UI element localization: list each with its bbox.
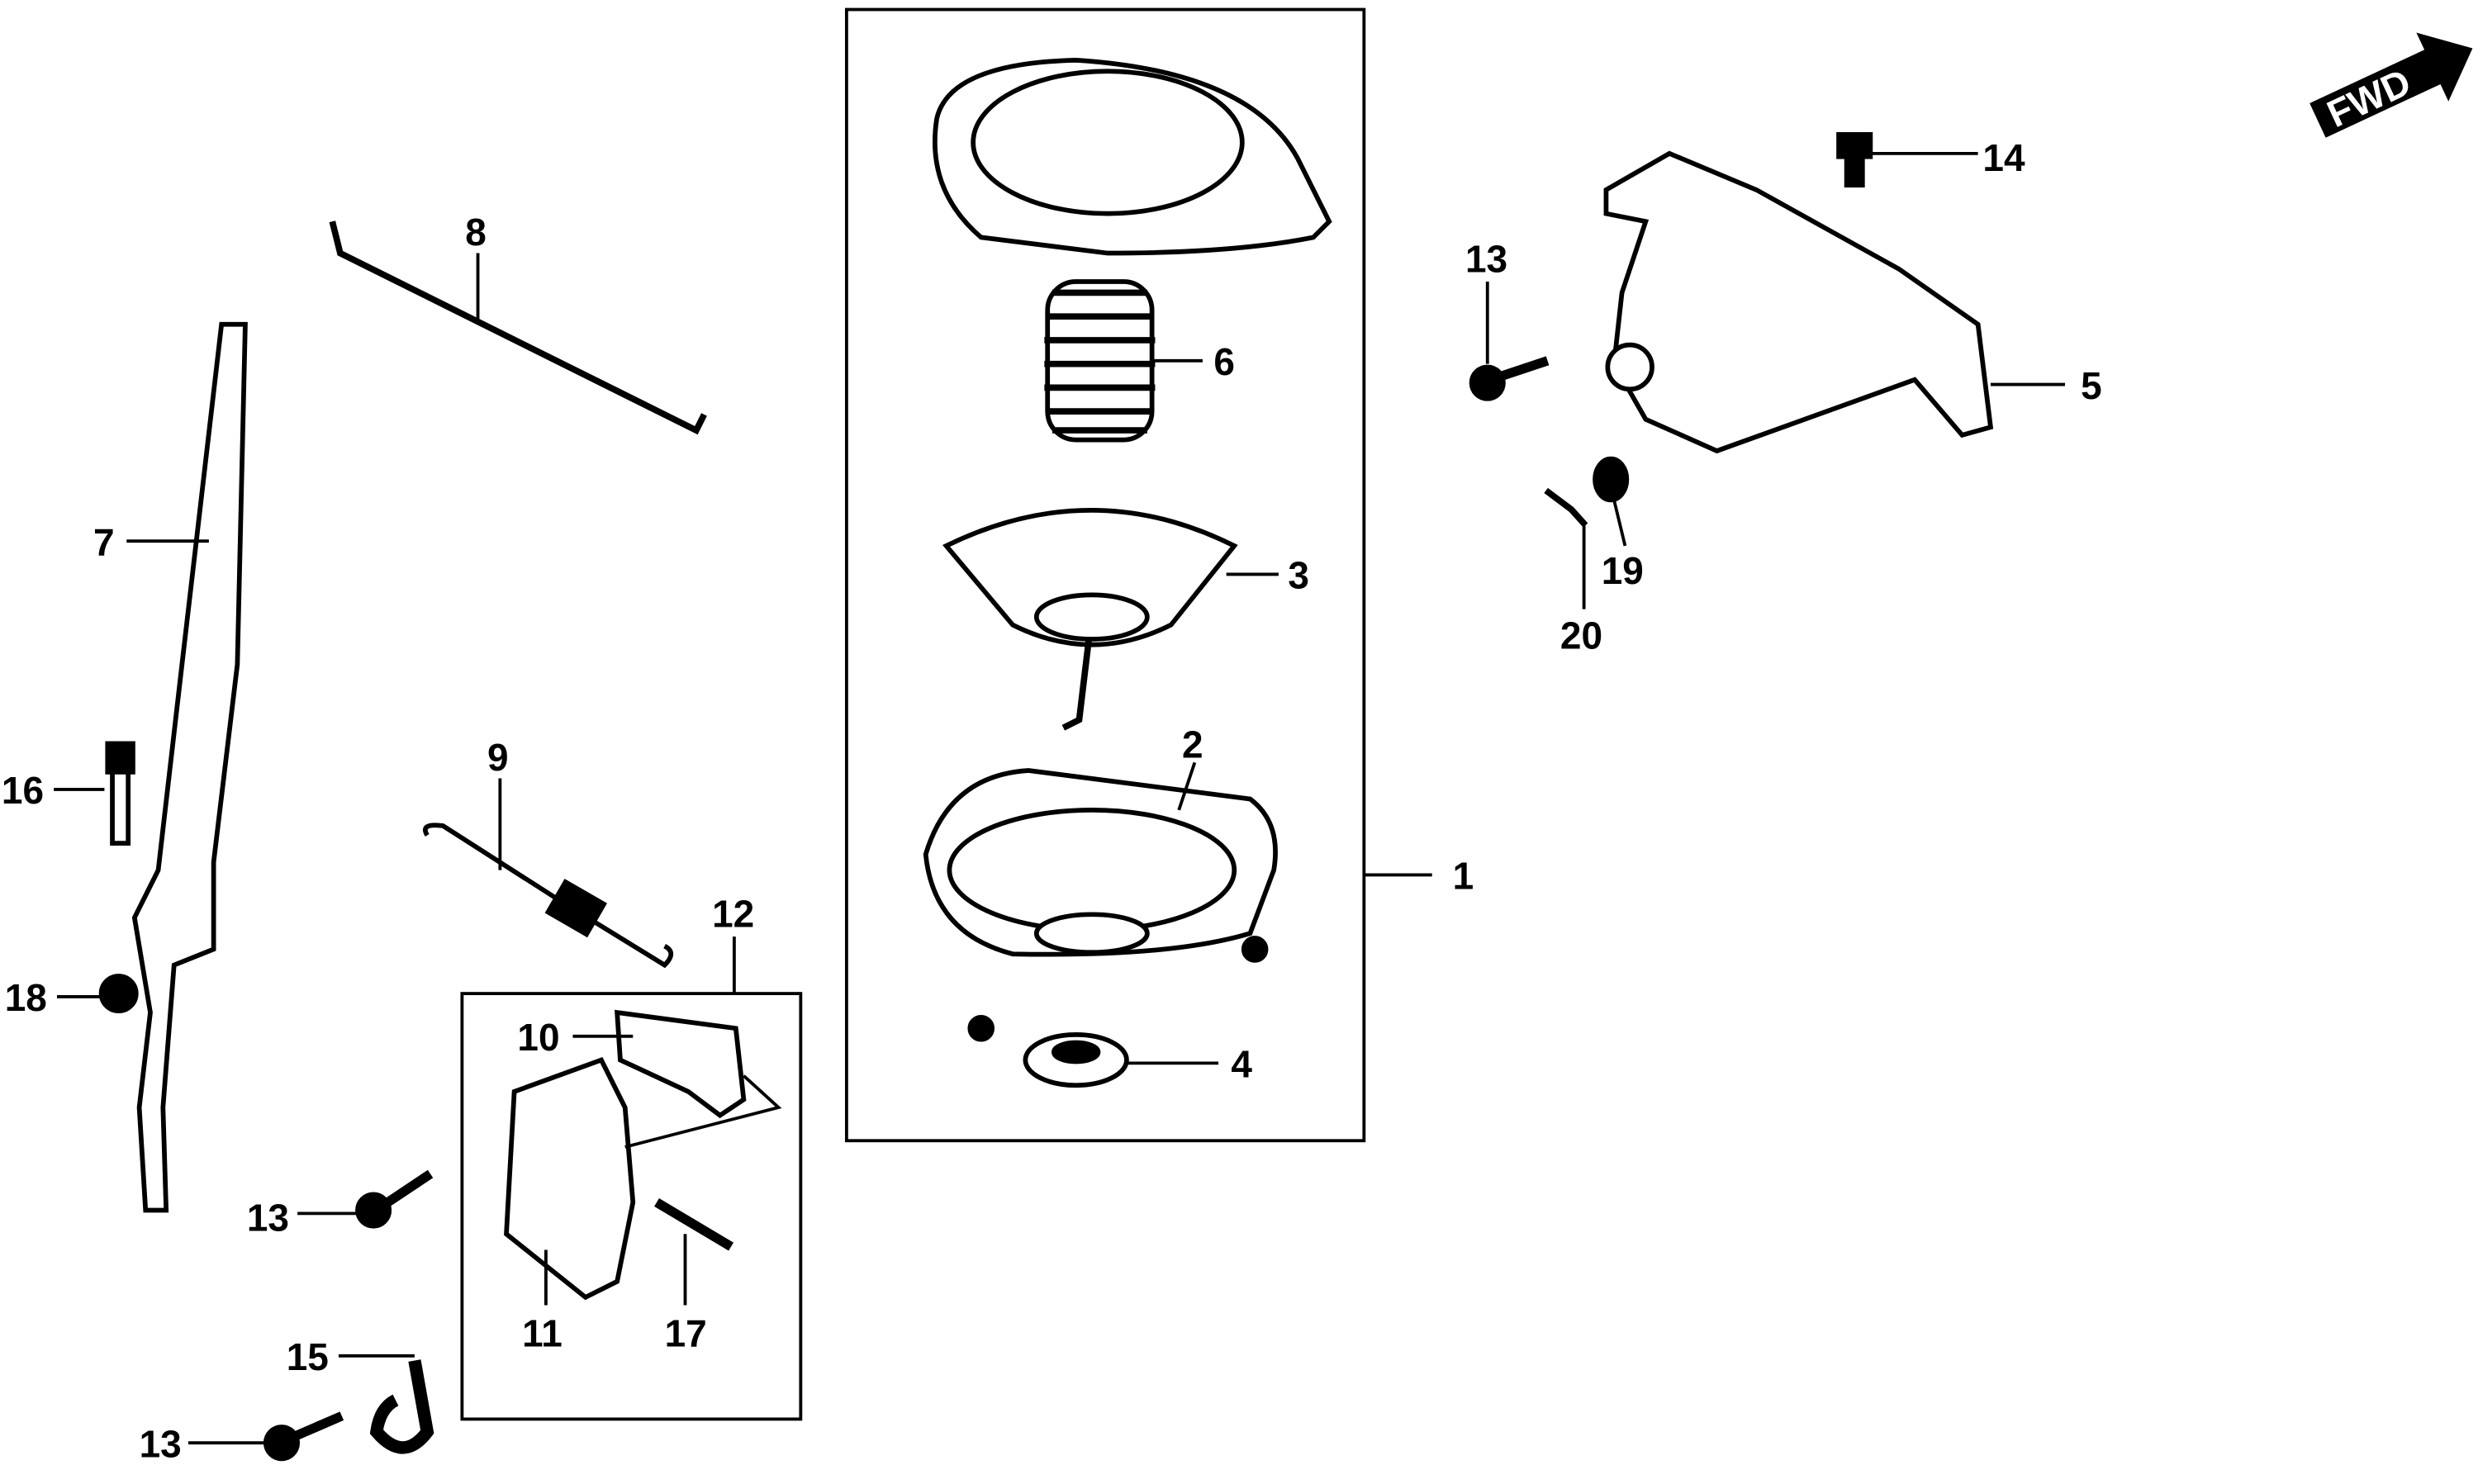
clip-19: [1593, 456, 1630, 503]
part-label-19: 19: [1602, 549, 1644, 592]
nut-18: [98, 974, 139, 1014]
part-label-11: 11: [522, 1311, 563, 1354]
assembly-box-12: [460, 992, 803, 1421]
fwd-arrow-logo: FWD: [2309, 32, 2473, 138]
part-label-5: 5: [2081, 364, 2102, 407]
part-label-15: 15: [287, 1335, 329, 1378]
part-label-18: 18: [5, 976, 47, 1019]
spring: [1044, 279, 1156, 443]
part-label-13-right: 13: [1465, 238, 1507, 281]
part-label-3: 3: [1288, 554, 1309, 597]
part-label-1: 1: [1453, 855, 1474, 898]
leader-lines: [54, 151, 2065, 1445]
screw: [967, 1014, 995, 1042]
plate-10: [615, 1009, 747, 1119]
part-label-12: 12: [712, 893, 754, 936]
part-label-2: 2: [1182, 723, 1203, 766]
bolt-13-mid: [355, 1169, 434, 1229]
diaphragm: [942, 507, 1238, 731]
part-label-10: 10: [517, 1016, 559, 1059]
bolt-14: [1836, 131, 1873, 188]
cap-4: [1023, 1032, 1129, 1088]
assembly-box-1: [844, 7, 1366, 1143]
bracket-5: [1603, 150, 1994, 454]
rod-7: [131, 321, 248, 1213]
bracket-11: [504, 1056, 636, 1301]
part-label-20: 20: [1560, 614, 1602, 657]
part-label-17: 17: [665, 1311, 707, 1354]
part-label-14: 14: [1982, 136, 2025, 179]
part-label-4: 4: [1231, 1043, 1252, 1086]
fwd-label: FWD: [2320, 60, 2417, 135]
part-label-6: 6: [1213, 340, 1235, 383]
part-label-8: 8: [465, 211, 487, 254]
pin-20: [1544, 487, 1588, 528]
part-label-13-mid: 13: [247, 1196, 289, 1239]
part-label-13-bottom: 13: [140, 1422, 182, 1465]
bracket-pivot: [1605, 342, 1654, 392]
diaphragm-housing: [923, 768, 1278, 957]
spring-9: [423, 823, 674, 969]
part-label-16: 16: [2, 769, 44, 812]
part-label-7: 7: [93, 520, 115, 563]
rod-8: [329, 220, 707, 435]
bolt-13-bottom: [263, 1411, 344, 1462]
bolt-16: [105, 741, 135, 846]
clip-15: [369, 1359, 434, 1454]
diaphragm-cover: [933, 57, 1332, 256]
part-label-9: 9: [487, 736, 509, 779]
leader-link: [624, 1074, 782, 1149]
screw: [1241, 936, 1269, 963]
screw-17: [654, 1198, 733, 1251]
bolt-13-right: [1469, 356, 1550, 401]
